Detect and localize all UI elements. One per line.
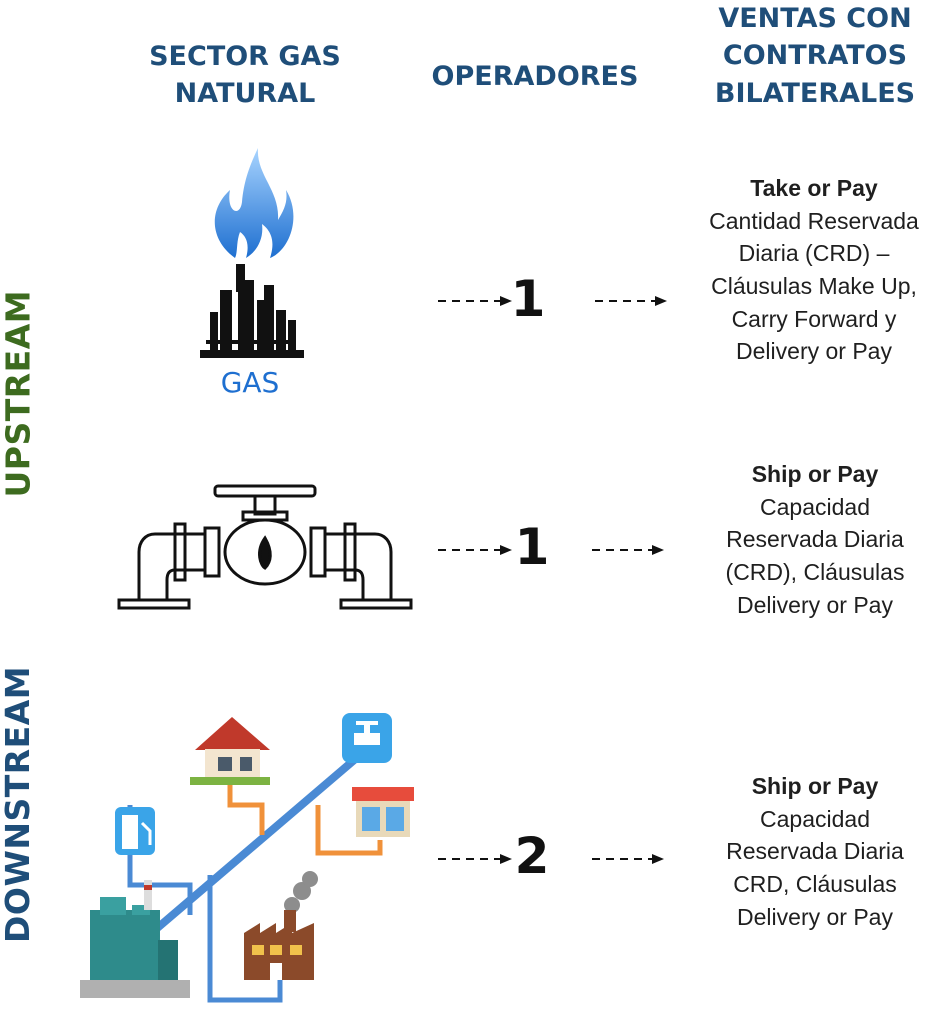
side-label-downstream: DOWNSTREAM: [0, 665, 37, 943]
contract-line: CRD, Cláusulas: [733, 870, 897, 897]
valve-station-icon: [342, 713, 392, 763]
header-sales-line-3: BILATERALES: [714, 77, 916, 109]
gas-production-icon: GAS: [190, 140, 310, 400]
contract-line: Cantidad Reservada: [709, 207, 919, 234]
header-sector-line-1: SECTOR GAS: [149, 41, 341, 72]
contract-title-1: Take or Pay: [750, 175, 878, 201]
shop-icon: [352, 787, 414, 837]
side-label-upstream: UPSTREAM: [0, 289, 38, 498]
contract-line: Delivery or Pay: [737, 591, 893, 618]
contract-line: Reservada Diaria: [726, 526, 904, 553]
power-plant-icon: [80, 880, 190, 998]
contract-line: Diaria (CRD) –: [738, 240, 890, 267]
pipeline-valve-icon: [115, 482, 415, 612]
gas-caption: GAS: [221, 366, 280, 399]
contract-block-2: Ship or Pay Capacidad Reservada Diaria (…: [690, 458, 940, 621]
factory-icon: [244, 871, 318, 980]
fuel-station-icon: [115, 807, 155, 855]
contract-line: Reservada Diaria: [726, 838, 904, 865]
contract-title-3: Ship or Pay: [751, 773, 879, 799]
contract-line: Capacidad: [760, 493, 870, 520]
house-icon: [190, 717, 270, 785]
operators-count-3: 2: [514, 827, 550, 885]
contract-line: Delivery or Pay: [736, 338, 892, 365]
arrow-to-operators-1: [438, 296, 512, 306]
header-operators: OPERADORES: [431, 61, 639, 92]
header-sector-line-2: NATURAL: [174, 78, 316, 110]
arrow-to-contract-2: [592, 545, 664, 555]
header-sales-line-2: CONTRATOS: [722, 40, 908, 72]
contract-block-1: Take or Pay Cantidad Reservada Diaria (C…: [684, 172, 944, 368]
contract-line: Capacidad: [760, 805, 870, 832]
arrow-to-operators-3: [438, 854, 512, 864]
header-sales: VENTAS CON CONTRATOS BILATERALES: [690, 0, 940, 112]
contract-line: Carry Forward y: [731, 305, 897, 332]
operators-count-1: 1: [510, 270, 546, 328]
contract-title-2: Ship or Pay: [751, 461, 879, 487]
contract-line: (CRD), Cláusulas: [725, 558, 905, 585]
contract-line: Delivery or Pay: [737, 903, 893, 930]
contract-block-3: Ship or Pay Capacidad Reservada Diaria C…: [690, 770, 940, 933]
header-sales-line-1: VENTAS CON: [718, 3, 912, 34]
distribution-network-icon: [70, 705, 425, 1005]
arrow-to-operators-2: [438, 545, 512, 555]
contract-line: Cláusulas Make Up,: [711, 272, 917, 299]
header-sector: SECTOR GAS NATURAL: [120, 38, 370, 113]
arrow-to-contract-1: [595, 296, 667, 306]
arrow-to-contract-3: [592, 854, 664, 864]
operators-count-2: 1: [514, 518, 550, 576]
